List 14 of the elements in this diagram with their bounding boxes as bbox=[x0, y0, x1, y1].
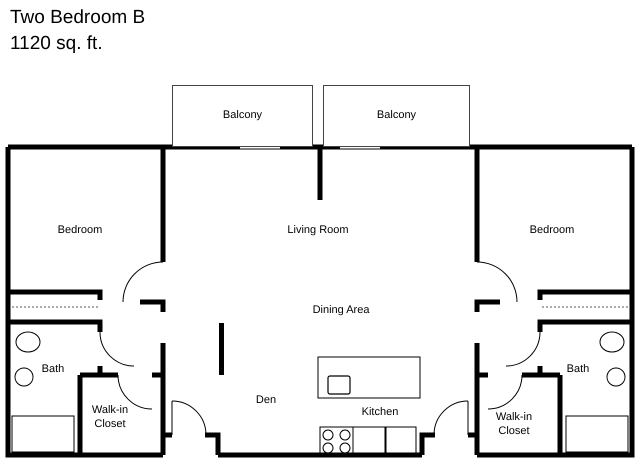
room-label: Bath bbox=[558, 362, 598, 378]
plan-title: Two Bedroom B bbox=[10, 6, 146, 30]
balcony-box: Balcony bbox=[323, 85, 470, 147]
room-label: Walk-in Closet bbox=[85, 402, 135, 434]
room-label: Bedroom bbox=[40, 223, 120, 239]
room-label: Bath bbox=[33, 362, 73, 378]
room-label: Dining Area bbox=[291, 303, 391, 319]
room-label: Bedroom bbox=[512, 223, 592, 239]
room-label: Living Room bbox=[268, 223, 368, 239]
balcony-box: Balcony bbox=[172, 85, 313, 147]
area-label: 1120 sq. ft. bbox=[10, 32, 103, 56]
room-label: Den bbox=[246, 393, 286, 409]
room-label: Kitchen bbox=[350, 405, 410, 421]
room-label: Walk-in Closet bbox=[489, 409, 539, 441]
